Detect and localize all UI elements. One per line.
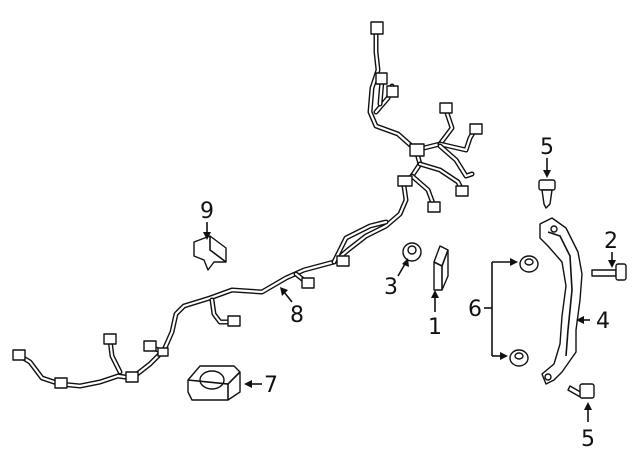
callout-5-top: 5 <box>540 135 554 160</box>
callout-1: 1 <box>428 315 442 340</box>
callout-9: 9 <box>200 199 214 224</box>
callout-2: 2 <box>604 229 618 254</box>
sensor-block-part-7 <box>187 365 241 401</box>
bracket-clip-part-9 <box>193 235 227 271</box>
harness-connectors <box>12 21 483 389</box>
callout-7: 7 <box>264 373 278 398</box>
sensor-part-1 <box>433 245 449 291</box>
bolt-part-2 <box>591 263 627 281</box>
callout-4: 4 <box>596 309 610 334</box>
push-pin-part-5-top <box>538 179 556 209</box>
wiring-harness <box>17 31 479 389</box>
callout-6: 6 <box>468 297 482 322</box>
callout-3: 3 <box>384 275 398 300</box>
leader-lines <box>203 158 616 422</box>
clip-parts-6 <box>509 255 539 367</box>
callout-8: 8 <box>290 303 304 328</box>
push-pin-part-5-bottom <box>567 383 595 399</box>
bracket-part-4 <box>539 217 583 385</box>
nut-part-3 <box>402 242 422 262</box>
callout-5-bottom: 5 <box>581 427 595 452</box>
